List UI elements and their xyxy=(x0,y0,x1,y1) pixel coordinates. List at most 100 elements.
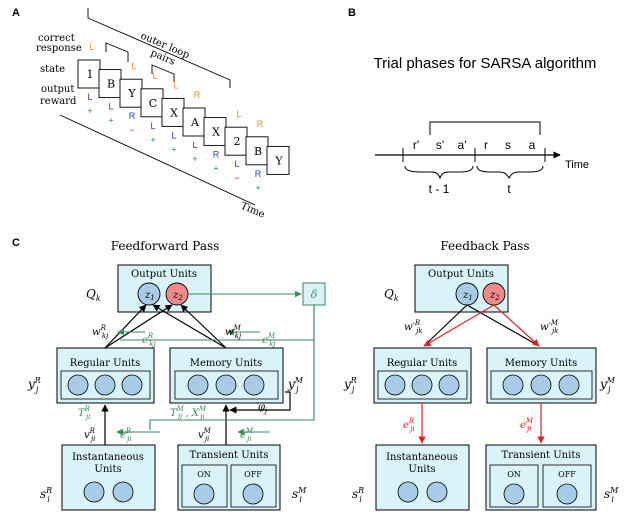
panel-b-top-bracket xyxy=(429,121,541,135)
correct-response-label: L xyxy=(131,61,136,71)
phase-r-prime: r' xyxy=(413,138,419,152)
panel-a-time-axis xyxy=(59,114,256,206)
ff-z2-label: z2 xyxy=(172,290,183,302)
fb-transient-label: Transient Units xyxy=(502,450,581,461)
state-card-label: X xyxy=(212,126,220,139)
reward-label: − xyxy=(234,173,239,183)
fb-z2-to-mem xyxy=(493,304,540,347)
panel-b-title: Trial phases for SARSA algorithm xyxy=(374,55,597,72)
output-label: R xyxy=(255,169,262,179)
fb-instantaneous-unit-1 xyxy=(397,481,419,503)
brace-prev xyxy=(404,165,474,180)
output-label: R xyxy=(213,150,220,160)
reward-label: + xyxy=(150,135,155,145)
phase-r: r xyxy=(484,138,488,152)
ff-regular-unit-1 xyxy=(67,374,89,396)
reward-label: + xyxy=(213,164,218,174)
ff-instantaneous-label-1: Instantaneous xyxy=(72,452,144,463)
reward-label: + xyxy=(255,183,260,193)
reward-label: + xyxy=(108,116,113,126)
state-card-label: 2 xyxy=(234,135,241,148)
ff-output-units-label: Output Units xyxy=(131,269,197,280)
phase-s: s xyxy=(505,138,511,152)
fb-memory-units-label: Memory Units xyxy=(505,358,578,369)
fb-z2-to-reg xyxy=(423,304,495,347)
reward-label: + xyxy=(192,154,197,164)
ff-instantaneous-label-2: Units xyxy=(94,464,121,475)
pair-bracket-1 xyxy=(105,42,129,62)
group-prev-label: t - 1 xyxy=(429,182,450,196)
ff-off-unit xyxy=(242,483,264,505)
fb-regular-unit-2 xyxy=(411,374,433,396)
ff-instantaneous-unit-2 xyxy=(112,481,134,503)
state-card-label: A xyxy=(190,116,200,129)
group-curr-label: t xyxy=(507,182,511,196)
ff-qk-label: Qk xyxy=(86,287,101,303)
ff-instantaneous-box xyxy=(61,444,156,511)
output-label: L xyxy=(150,121,155,131)
ff-regular-unit-2 xyxy=(94,374,116,396)
row-label-correct: correct xyxy=(38,33,75,44)
output-label: L xyxy=(108,102,113,112)
fb-regular-unit-3 xyxy=(438,374,460,396)
reward-label: + xyxy=(87,106,92,116)
fb-off-unit xyxy=(556,483,578,505)
row-label-state: state xyxy=(40,64,65,75)
fb-z2-label: z2 xyxy=(489,290,500,302)
output-label: L xyxy=(234,159,239,169)
fb-on-label: ON xyxy=(507,470,521,479)
fb-regular-unit-1 xyxy=(384,374,406,396)
fb-qk-label: Qk xyxy=(384,287,399,303)
ff-instantaneous-unit-1 xyxy=(83,481,105,503)
reward-label: − xyxy=(129,125,134,135)
ff-z1-label: z1 xyxy=(144,290,155,302)
phase-a: a xyxy=(529,138,536,152)
panel-b-letter: B xyxy=(348,7,356,19)
fb-on-unit xyxy=(503,483,525,505)
phase-a-prime: a' xyxy=(458,138,467,152)
ff-off-label: OFF xyxy=(244,470,262,479)
correct-response-label: R xyxy=(194,90,201,100)
panel-a-time-label: Time xyxy=(239,201,267,221)
fb-z1-label: z1 xyxy=(462,290,473,302)
ff-z1-unit xyxy=(137,282,161,306)
state-card-label: B xyxy=(254,145,262,158)
correct-response-label: L xyxy=(152,71,157,81)
fb-memory-unit-3 xyxy=(558,374,580,396)
output-label: R xyxy=(129,111,136,121)
fb-memory-unit-1 xyxy=(502,374,524,396)
ff-memory-unit-3 xyxy=(243,374,265,396)
ff-output-units-box xyxy=(117,264,212,313)
reward-label: + xyxy=(171,144,176,154)
outer-loop-bracket xyxy=(87,8,231,88)
panel-b-time-label: Time xyxy=(565,159,589,171)
panel-c-letter: C xyxy=(12,237,20,249)
ff-title: Feedforward Pass xyxy=(111,239,220,253)
ff-memory-recurrent xyxy=(229,391,291,414)
ff-transient-label: Transient Units xyxy=(190,450,269,461)
phase-s-prime: s' xyxy=(436,138,444,152)
row-label-response: response xyxy=(36,43,82,54)
fb-regular-units-label: Regular Units xyxy=(387,358,458,369)
ff-reg-to-z2 xyxy=(104,304,173,349)
panel-a: A correct response state output reward o… xyxy=(12,7,290,221)
row-label-reward: reward xyxy=(40,96,77,107)
fb-instantaneous-box xyxy=(375,444,470,511)
ff-mem-to-z2 xyxy=(180,304,227,349)
brace-curr xyxy=(476,165,544,180)
delta-green-line-bottom xyxy=(149,305,315,430)
